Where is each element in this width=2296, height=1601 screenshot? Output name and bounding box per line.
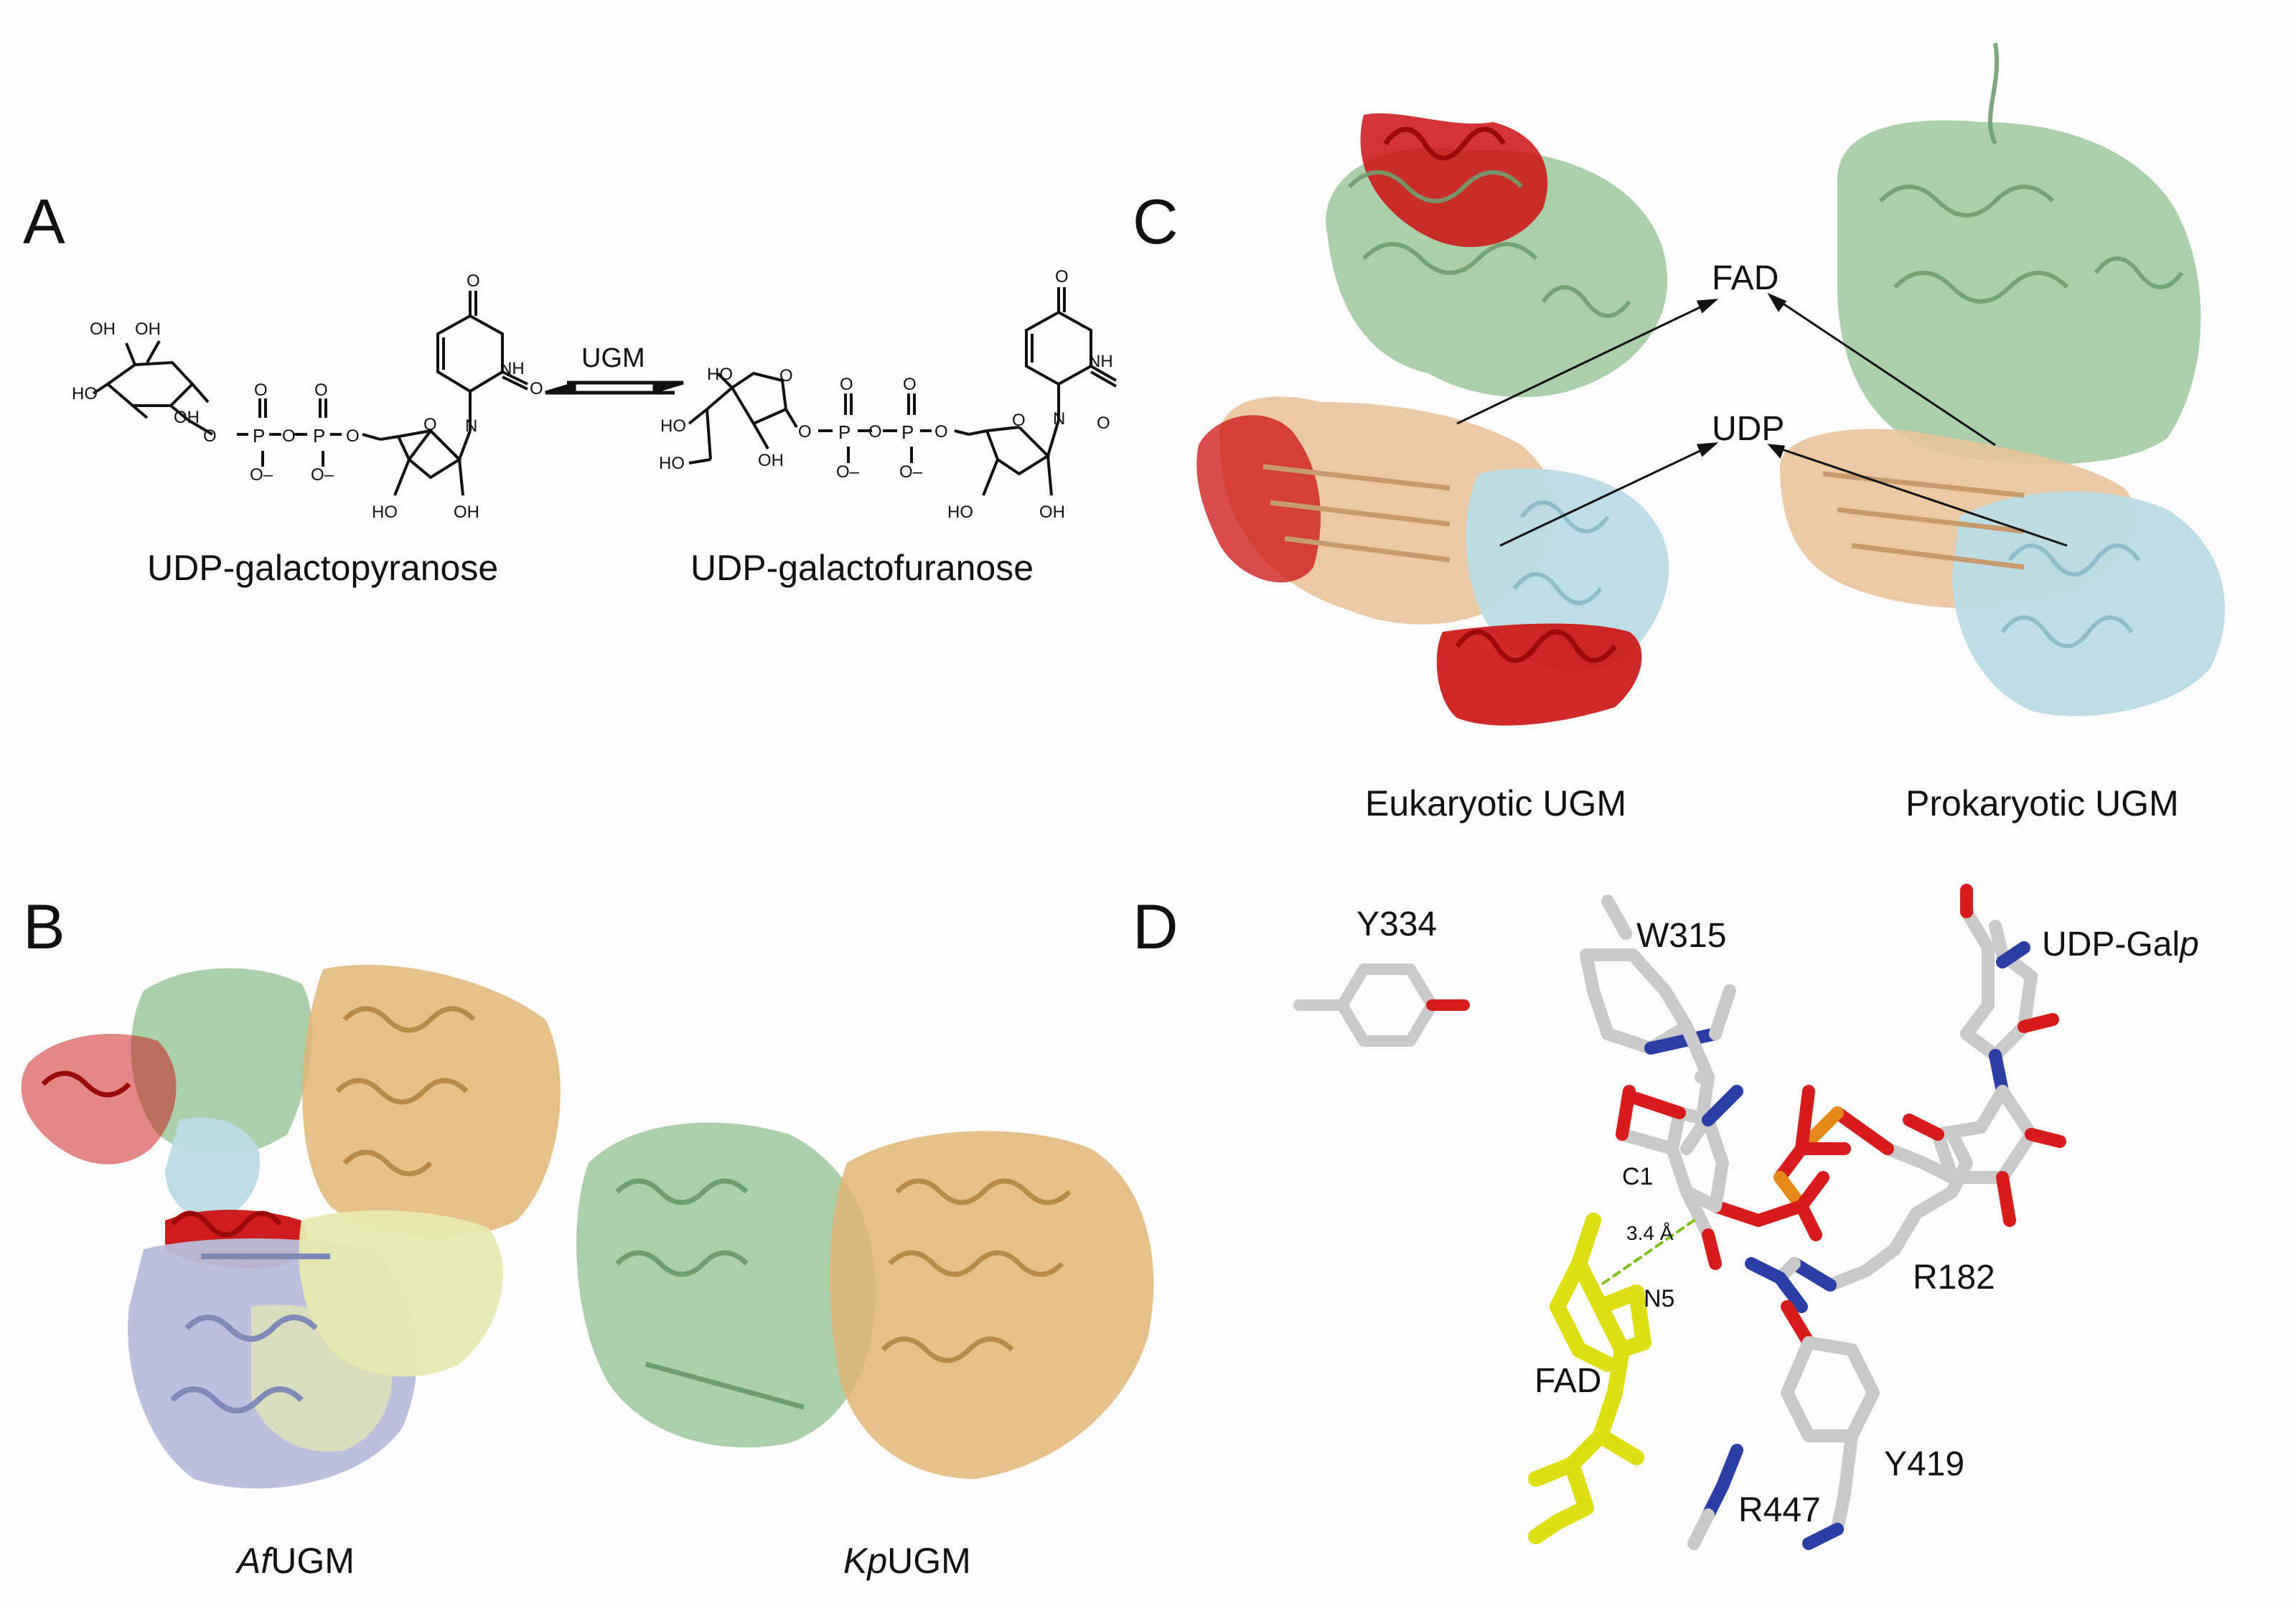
- atom-label: O: [346, 426, 360, 446]
- label-n5: N5: [1644, 1285, 1675, 1312]
- galactopyranose-structure: [92, 291, 528, 496]
- atom-label: O: [282, 426, 296, 446]
- atom-label: OH: [758, 451, 784, 470]
- atom-label: O: [779, 366, 793, 386]
- atom-label: O–: [899, 462, 923, 482]
- label-fad-d: FAD: [1534, 1362, 1602, 1400]
- atom-label: O: [314, 381, 328, 400]
- atom-label: O: [203, 426, 217, 446]
- atom-label: NH: [500, 359, 525, 378]
- atom-label: O–: [250, 465, 273, 485]
- label-distance: 3.4 Å: [1626, 1222, 1674, 1244]
- atom-label: O: [840, 375, 853, 394]
- atom-label: P: [313, 425, 326, 447]
- panel-letter-a: A: [23, 186, 65, 257]
- caption-kpugm-italic: Kp: [843, 1541, 888, 1581]
- atom-label: HO: [659, 454, 685, 473]
- residue-r447: [1687, 1444, 1743, 1550]
- atom-label: O: [868, 422, 882, 442]
- atom-label: HO: [660, 416, 686, 436]
- atom-label: HO: [372, 503, 398, 522]
- label-udp-galp: UDP-Galp: [2042, 925, 2199, 964]
- atom-label: HO: [947, 503, 973, 522]
- caption-kpugm: KpUGM: [843, 1540, 971, 1582]
- label-udp: UDP: [1712, 410, 1785, 448]
- atom-label: OH: [174, 408, 200, 427]
- panel-letter-c: C: [1133, 186, 1179, 257]
- atom-label: O: [1012, 411, 1026, 430]
- panel-a-reaction-scheme: [92, 287, 1117, 496]
- caption-prokaryotic-ugm: Prokaryotic UGM: [1906, 783, 2179, 823]
- caption-udp-galactofuranose: UDP-galactofuranose: [690, 548, 1034, 588]
- eukaryotic-ugm-structure: [1196, 113, 1669, 726]
- caption-afugm-italic: Af: [237, 1541, 271, 1581]
- label-r447: R447: [1738, 1491, 1821, 1529]
- atom-label: P: [253, 425, 266, 447]
- atom-label: OH: [90, 319, 116, 339]
- afugm-structure: [21, 964, 561, 1489]
- kpugm-structure: [576, 1122, 1154, 1479]
- prokaryotic-ugm-structure: [1780, 42, 2225, 717]
- panel-letter-b: B: [23, 891, 65, 962]
- residue-r182: [1745, 1128, 1973, 1313]
- residue-w315: [1580, 895, 1736, 1155]
- caption-kpugm-rest: UGM: [887, 1541, 971, 1581]
- residue-y334: [1293, 963, 1470, 1047]
- galactose-ring: [1616, 1085, 1743, 1270]
- atom-label: N: [465, 416, 478, 436]
- galactofuranose-structure: [688, 287, 1117, 496]
- label-y334: Y334: [1356, 905, 1438, 943]
- atom-label: O: [423, 415, 437, 434]
- phosphate-groups: [1709, 1085, 1894, 1241]
- atom-label: O: [254, 381, 268, 400]
- atom-label: O: [530, 379, 543, 398]
- caption-afugm-rest: UGM: [271, 1541, 355, 1581]
- label-c1: C1: [1622, 1163, 1654, 1190]
- atom-label: O–: [836, 462, 860, 482]
- atom-label: OH: [135, 319, 161, 339]
- atom-label: P: [838, 421, 851, 443]
- atom-label: OH: [454, 503, 479, 522]
- caption-eukaryotic-ugm: Eukaryotic UGM: [1365, 783, 1626, 823]
- caption-udp-galactopyranose: UDP-galactopyranose: [147, 548, 499, 588]
- panel-c-structures: [1196, 42, 2225, 726]
- annotation-arrows: [1456, 292, 2068, 547]
- atom-label: O: [798, 422, 812, 442]
- enzyme-label: UGM: [581, 343, 645, 373]
- label-r182: R182: [1913, 1259, 1995, 1297]
- atom-label: O–: [311, 465, 334, 485]
- label-udp-galp-italic: p: [2180, 925, 2199, 963]
- label-w315: W315: [1636, 917, 1727, 955]
- label-y419: Y419: [1884, 1445, 1965, 1483]
- fad-cofactor: [1528, 1213, 1651, 1544]
- label-fad: FAD: [1712, 259, 1779, 297]
- residue-y419: [1781, 1300, 1880, 1550]
- atom-label: O: [1097, 414, 1110, 433]
- atom-label: NH: [1088, 352, 1113, 371]
- atom-label: HO: [707, 365, 733, 384]
- atom-label: N: [1053, 409, 1066, 429]
- atom-label: O: [934, 422, 948, 442]
- distance-line: [1599, 1219, 1695, 1287]
- atom-label: P: [901, 421, 914, 443]
- atom-label: O: [903, 375, 917, 394]
- atom-label: OH: [1039, 503, 1065, 522]
- atom-label: O: [467, 271, 480, 291]
- panel-letter-d: D: [1133, 891, 1179, 962]
- label-udp-galp-text: UDP-Gal: [2042, 925, 2180, 963]
- caption-afugm: AfUGM: [237, 1540, 355, 1582]
- ligand-udp-galp: [1881, 884, 2066, 1227]
- atom-label: HO: [72, 384, 98, 403]
- atom-label: O: [1055, 267, 1069, 286]
- reaction-arrows: [545, 381, 684, 395]
